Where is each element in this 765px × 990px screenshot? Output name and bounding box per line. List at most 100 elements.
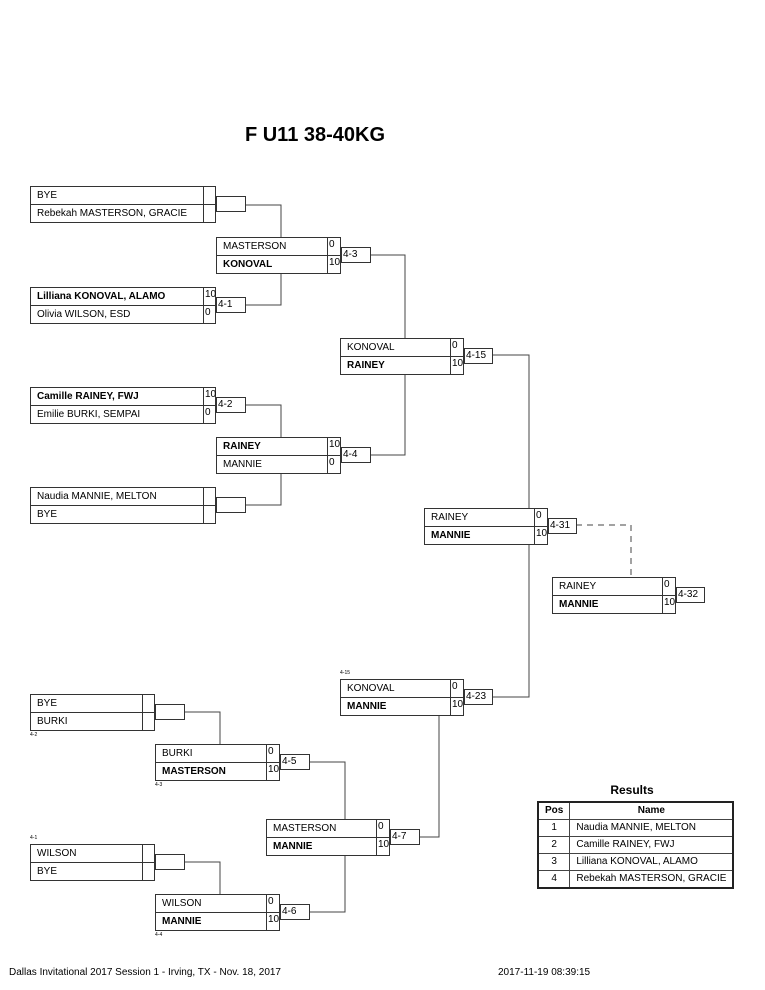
competitor-name: KONOVAL bbox=[347, 342, 395, 353]
score-column: 0 10 bbox=[450, 680, 464, 716]
competitor-name: MASTERSON bbox=[273, 823, 337, 834]
competitor-row: Olivia WILSON, ESD bbox=[31, 306, 203, 324]
competitor-score: 0 bbox=[378, 821, 384, 832]
competitor-score: 0 bbox=[452, 681, 458, 692]
competitor-row: KONOVAL bbox=[341, 680, 450, 698]
competitor-name: Camille RAINEY, FWJ bbox=[37, 391, 139, 402]
competitor-score: 0 bbox=[452, 340, 458, 351]
competitor-name: MANNIE bbox=[273, 841, 313, 852]
competitor-score: 10 bbox=[452, 699, 464, 710]
row-divider bbox=[31, 305, 215, 306]
results-name: Naudia MANNIE, MELTON bbox=[569, 819, 734, 837]
row-divider bbox=[156, 762, 279, 763]
score-column bbox=[203, 187, 216, 223]
match-number-tag: 4-3 bbox=[341, 247, 371, 263]
competitor-row: BURKI bbox=[156, 745, 266, 763]
competitor-row: MASTERSON bbox=[267, 820, 376, 838]
results-pos: 1 bbox=[537, 819, 571, 837]
competitor-score: 10 bbox=[329, 257, 341, 268]
match-box[interactable]: BYE Rebekah MASTERSON, GRACIE bbox=[30, 186, 216, 223]
footer-timestamp: 2017-11-19 08:39:15 bbox=[498, 967, 591, 978]
competitor-score: 10 bbox=[268, 914, 280, 925]
results-header-row: Pos Name bbox=[537, 801, 734, 820]
competitor-score: 10 bbox=[378, 839, 390, 850]
source-match-hint: 4-4 bbox=[155, 932, 163, 938]
source-match-hint: 4-1 bbox=[30, 835, 38, 841]
source-match-hint: 4-2 bbox=[30, 732, 38, 738]
competitor-name: Lilliana KONOVAL, ALAMO bbox=[37, 291, 166, 302]
row-divider bbox=[553, 595, 675, 596]
competitor-score: 10 bbox=[536, 528, 548, 539]
competitor-row: MASTERSON bbox=[217, 238, 327, 256]
dashed-connector-line bbox=[576, 524, 632, 577]
match-box[interactable]: KONOVAL RAINEY 0 10 bbox=[340, 338, 464, 375]
score-column: 0 10 bbox=[376, 820, 390, 856]
match-number-tag: 4-5 bbox=[280, 754, 310, 770]
match-box[interactable]: WILSON BYE bbox=[30, 844, 155, 881]
results-name: Rebekah MASTERSON, GRACIE bbox=[569, 870, 734, 889]
competitor-name: MANNIE bbox=[431, 530, 471, 541]
competitor-row: WILSON bbox=[156, 895, 266, 913]
row-divider bbox=[31, 405, 215, 406]
results-header-pos: Pos bbox=[537, 801, 571, 820]
results-pos: 2 bbox=[537, 836, 571, 854]
results-name: Lilliana KONOVAL, ALAMO bbox=[569, 853, 734, 871]
competitor-score: 0 bbox=[329, 239, 335, 250]
competitor-name: MANNIE bbox=[223, 459, 262, 470]
competitor-name: Rebekah MASTERSON, GRACIE bbox=[37, 208, 188, 219]
results-pos: 3 bbox=[537, 853, 571, 871]
competitor-row: RAINEY bbox=[341, 357, 450, 375]
competitor-name: BYE bbox=[37, 190, 58, 201]
row-divider bbox=[217, 455, 340, 456]
row-divider bbox=[31, 712, 154, 713]
match-box[interactable]: MASTERSON KONOVAL 0 10 bbox=[216, 237, 341, 274]
competitor-row: Naudia MANNIE, MELTON bbox=[31, 488, 203, 506]
match-number-tag: 4-2 bbox=[216, 397, 246, 413]
match-number-tag bbox=[216, 497, 246, 513]
row-divider bbox=[425, 526, 547, 527]
score-column: 0 10 bbox=[450, 339, 464, 375]
competitor-name: KONOVAL bbox=[223, 259, 273, 270]
competitor-score: 10 bbox=[205, 289, 217, 300]
competitor-row: RAINEY bbox=[553, 578, 662, 596]
competitor-score: 10 bbox=[452, 358, 464, 369]
bracket-title: F U11 38-40KG bbox=[244, 124, 386, 146]
results-title: Results bbox=[610, 783, 654, 797]
competitor-row: MANNIE bbox=[341, 698, 450, 716]
competitor-name: WILSON bbox=[37, 848, 77, 859]
competitor-score: 0 bbox=[664, 579, 670, 590]
competitor-score: 10 bbox=[205, 389, 217, 400]
competitor-score: 0 bbox=[268, 746, 274, 757]
match-number-tag: 4-7 bbox=[390, 829, 420, 845]
results-header-name: Name bbox=[569, 801, 734, 820]
connector-line bbox=[245, 204, 282, 238]
competitor-name: RAINEY bbox=[223, 441, 261, 452]
match-box[interactable]: Lilliana KONOVAL, ALAMO Olivia WILSON, ES… bbox=[30, 287, 216, 324]
competitor-row: Rebekah MASTERSON, GRACIE bbox=[31, 205, 203, 223]
competitor-row: Emilie BURKI, SEMPAI bbox=[31, 406, 203, 424]
competitor-name: RAINEY bbox=[347, 360, 385, 371]
match-box[interactable]: MASTERSON MANNIE 0 10 bbox=[266, 819, 390, 856]
score-column bbox=[203, 488, 216, 524]
match-number-tag: 4-31 bbox=[548, 518, 577, 534]
competitor-row: Lilliana KONOVAL, ALAMO bbox=[31, 288, 203, 306]
competitor-name: Naudia MANNIE, MELTON bbox=[37, 491, 157, 502]
competitor-row: BYE bbox=[31, 863, 142, 881]
connector-line bbox=[245, 404, 282, 438]
competitor-row: MANNIE bbox=[217, 456, 327, 474]
